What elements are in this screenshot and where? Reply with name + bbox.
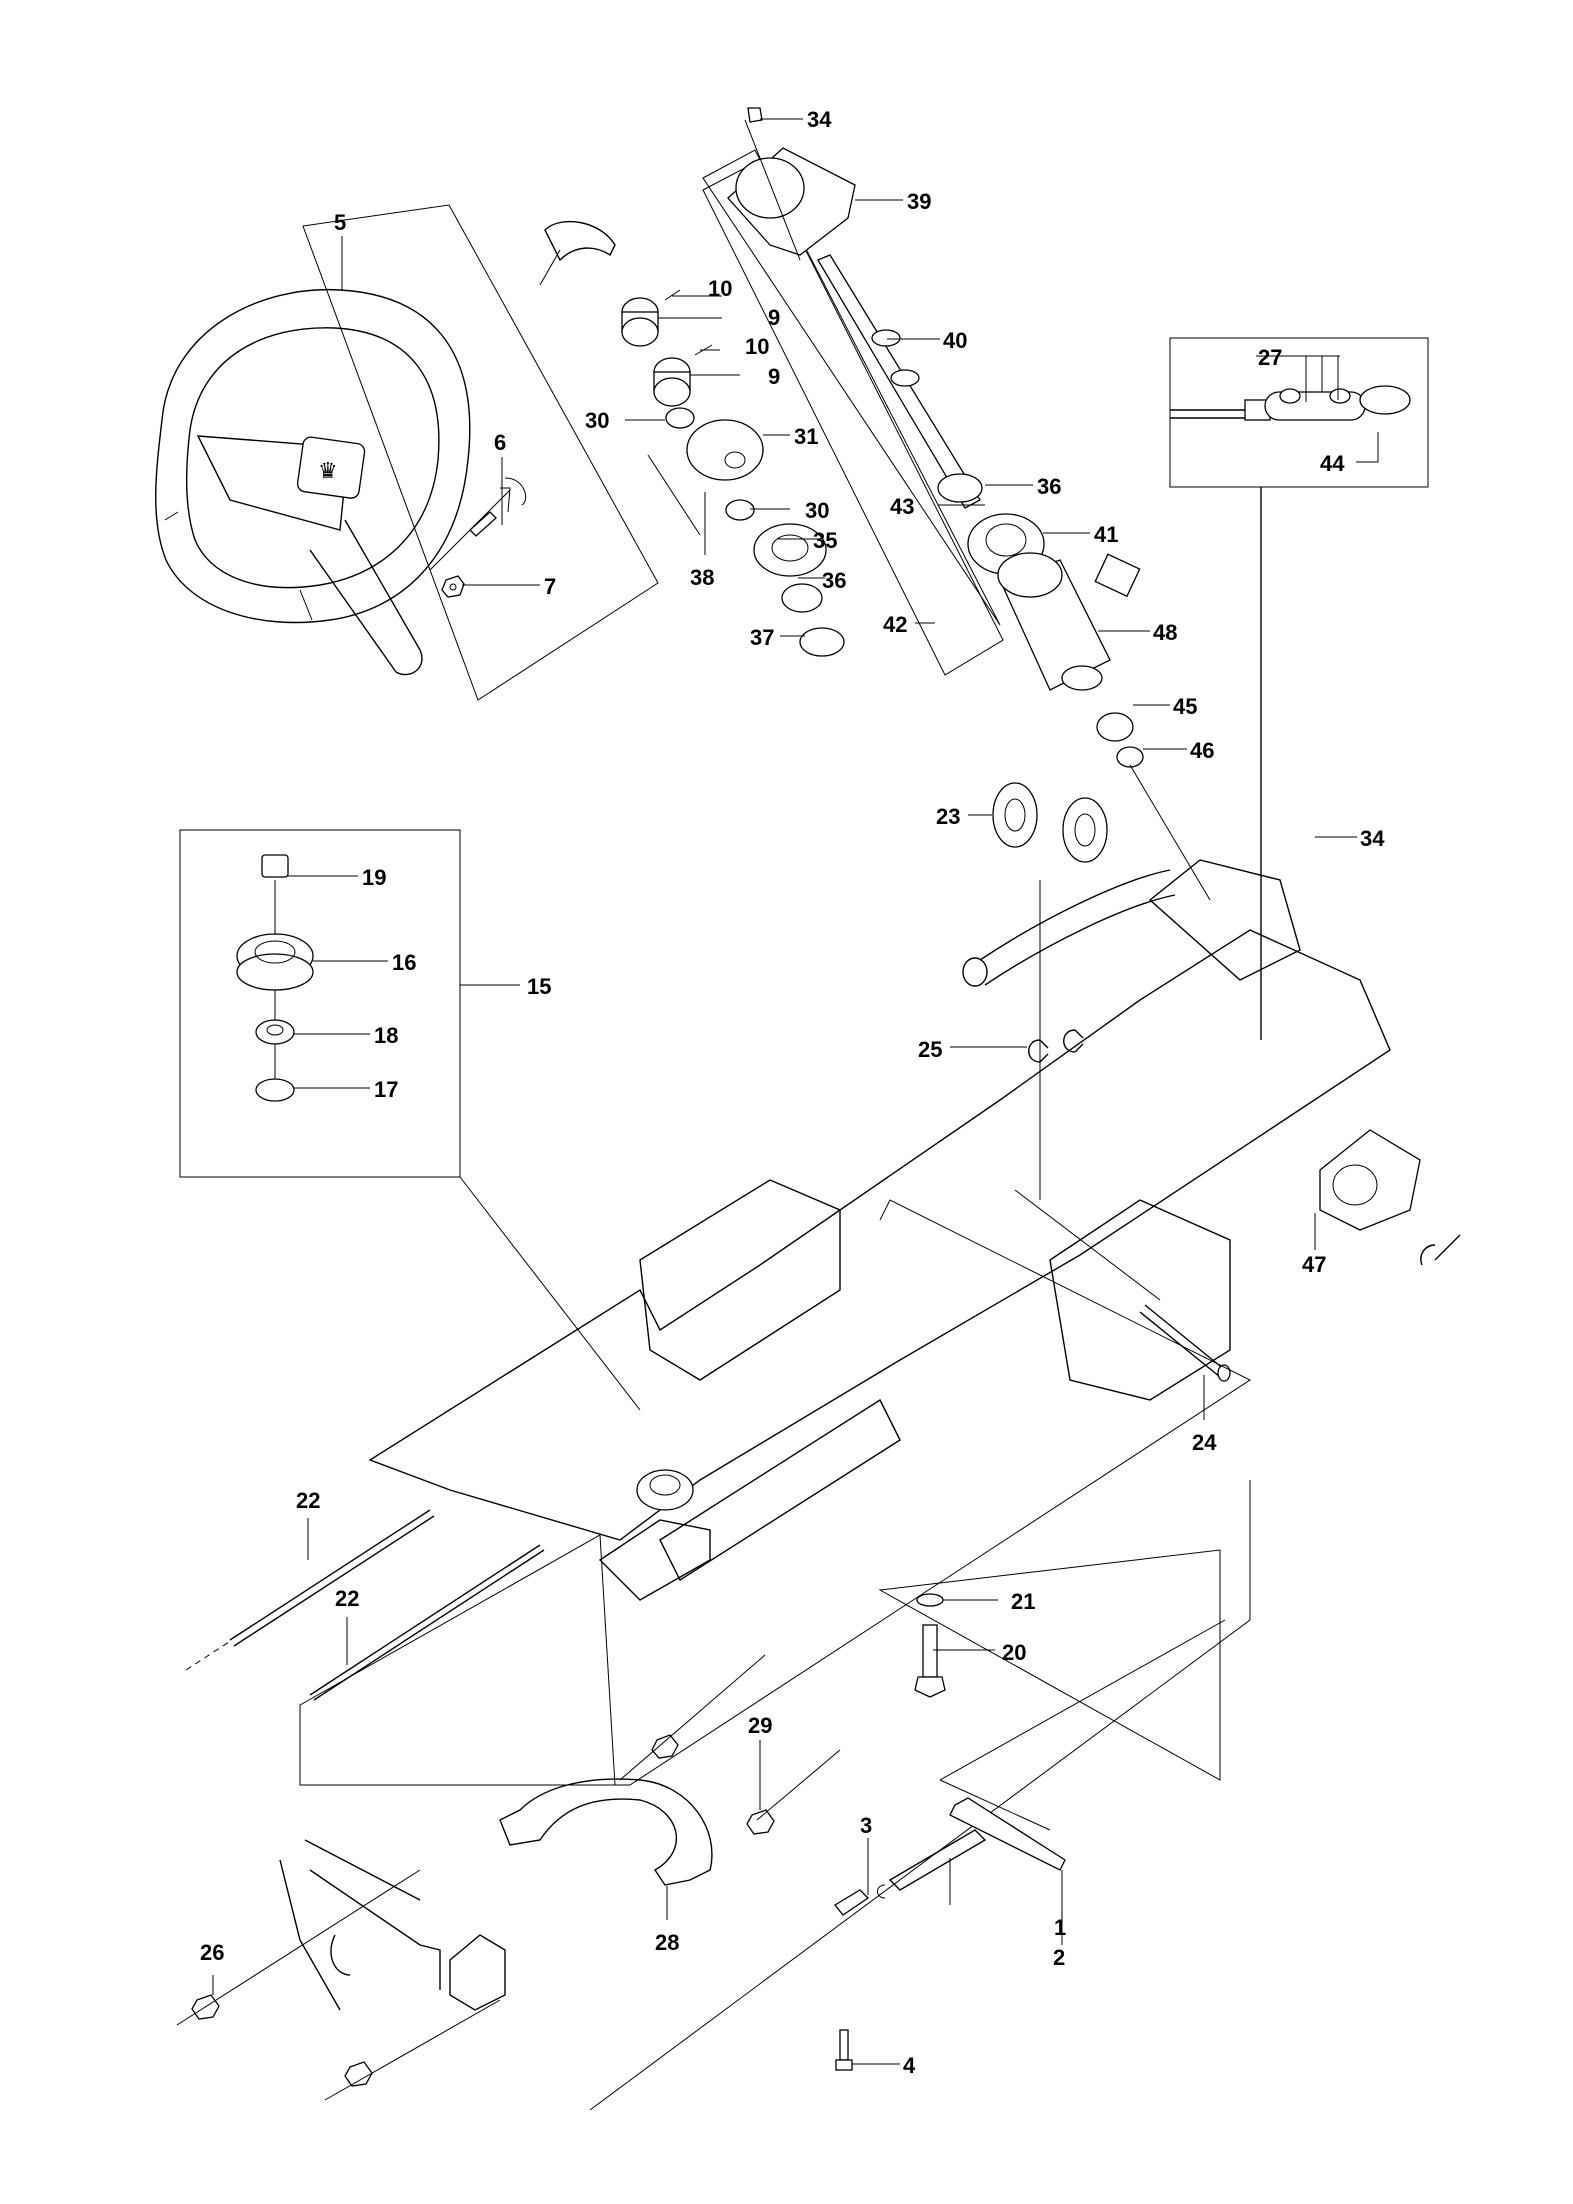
callout-37[interactable]: 37 xyxy=(750,625,774,650)
clamp-bracket[interactable] xyxy=(499,1778,713,1886)
screw[interactable] xyxy=(835,2029,853,2071)
callout-3[interactable]: 3 xyxy=(860,1813,872,1838)
callout-16[interactable]: 16 xyxy=(392,950,416,975)
hub-parts[interactable] xyxy=(539,220,845,657)
callout-1[interactable]: 1 xyxy=(1054,1915,1066,1940)
callout-21[interactable]: 21 xyxy=(1011,1589,1035,1614)
stud-bolt[interactable] xyxy=(429,477,527,571)
clip-right[interactable] xyxy=(1063,1029,1084,1053)
nut-29[interactable] xyxy=(746,1809,775,1835)
callout-20[interactable]: 20 xyxy=(1002,1640,1026,1665)
callout-40[interactable]: 40 xyxy=(943,328,967,353)
washer[interactable] xyxy=(916,1593,944,1607)
callout-30b[interactable]: 30 xyxy=(805,498,829,523)
callout-17[interactable]: 17 xyxy=(374,1077,398,1102)
nut-upper[interactable] xyxy=(651,1734,679,1759)
callout-2[interactable]: 2 xyxy=(1053,1945,1065,1970)
front-cowl xyxy=(279,1839,506,2011)
steering-wheel[interactable]: ♛ xyxy=(155,288,471,676)
callout-41[interactable]: 41 xyxy=(1094,522,1118,547)
brand-logo-icon: ♛ xyxy=(318,459,338,484)
callout-24[interactable]: 24 xyxy=(1192,1430,1217,1455)
nut-lower[interactable] xyxy=(344,2061,373,2087)
group-box-chain xyxy=(1169,337,1429,488)
bearing-45[interactable] xyxy=(1096,712,1134,742)
steering-shaft[interactable] xyxy=(817,254,983,509)
pin[interactable] xyxy=(1139,1304,1231,1382)
callout-7[interactable]: 7 xyxy=(544,574,556,599)
callout-26[interactable]: 26 xyxy=(200,1940,224,1965)
callout-labels: 1 2 3 4 5 6 7 9 9 10 10 15 16 17 18 19 2… xyxy=(200,107,1385,2078)
callout-44[interactable]: 44 xyxy=(1320,451,1345,476)
callout-36a[interactable]: 36 xyxy=(822,568,846,593)
cable-rod-upper[interactable] xyxy=(185,1509,435,1671)
callout-46[interactable]: 46 xyxy=(1190,738,1214,763)
callout-leaders xyxy=(212,118,1357,2065)
tractor-frame xyxy=(368,859,1461,1601)
callout-4[interactable]: 4 xyxy=(903,2053,916,2078)
callout-23[interactable]: 23 xyxy=(936,804,960,829)
callout-30a[interactable]: 30 xyxy=(585,408,609,433)
callout-35[interactable]: 35 xyxy=(813,528,837,553)
callout-15[interactable]: 15 xyxy=(527,974,551,999)
chain-detail[interactable] xyxy=(1170,355,1411,463)
callout-9a[interactable]: 9 xyxy=(768,305,780,330)
callout-34a[interactable]: 34 xyxy=(807,107,832,132)
cable-rod-lower[interactable] xyxy=(309,1544,545,1701)
callout-29[interactable]: 29 xyxy=(748,1713,772,1738)
pulley-kit[interactable] xyxy=(236,854,314,1102)
callout-45[interactable]: 45 xyxy=(1173,694,1197,719)
clip-left[interactable] xyxy=(1028,1039,1049,1063)
callout-22a[interactable]: 22 xyxy=(296,1488,320,1513)
hex-nut[interactable] xyxy=(441,575,465,598)
column-bracket[interactable] xyxy=(727,107,856,261)
callout-6[interactable]: 6 xyxy=(494,430,506,455)
group-box-pulley-kit xyxy=(179,829,461,1178)
callout-10b[interactable]: 10 xyxy=(745,334,769,359)
spring[interactable] xyxy=(877,1829,987,1899)
sprocket-tube[interactable] xyxy=(997,552,1141,691)
callout-31[interactable]: 31 xyxy=(794,424,818,449)
ring-46[interactable] xyxy=(1116,746,1144,768)
bracket-plate[interactable] xyxy=(949,1797,1066,1871)
callout-39[interactable]: 39 xyxy=(907,189,931,214)
callout-18[interactable]: 18 xyxy=(374,1023,398,1048)
callout-43[interactable]: 43 xyxy=(890,494,914,519)
callout-28[interactable]: 28 xyxy=(655,1930,679,1955)
group-box-column-back xyxy=(702,149,1001,626)
callout-36b[interactable]: 36 xyxy=(1037,474,1061,499)
bolt[interactable] xyxy=(914,1624,946,1698)
callout-48[interactable]: 48 xyxy=(1153,620,1177,645)
callout-34b[interactable]: 34 xyxy=(1360,826,1385,851)
callout-47[interactable]: 47 xyxy=(1302,1252,1326,1277)
callout-5[interactable]: 5 xyxy=(334,210,346,235)
callout-10a[interactable]: 10 xyxy=(708,276,732,301)
idler-pulleys[interactable] xyxy=(992,782,1108,863)
callout-22b[interactable]: 22 xyxy=(335,1586,359,1611)
link-plate[interactable] xyxy=(834,1889,870,1916)
callout-19[interactable]: 19 xyxy=(362,865,386,890)
callout-9b[interactable]: 9 xyxy=(768,364,780,389)
group-box-column xyxy=(702,159,1004,676)
callout-25[interactable]: 25 xyxy=(918,1037,942,1062)
callout-27[interactable]: 27 xyxy=(1258,345,1282,370)
callout-38[interactable]: 38 xyxy=(690,565,714,590)
callout-42[interactable]: 42 xyxy=(883,612,907,637)
group-box-hub xyxy=(302,204,659,701)
